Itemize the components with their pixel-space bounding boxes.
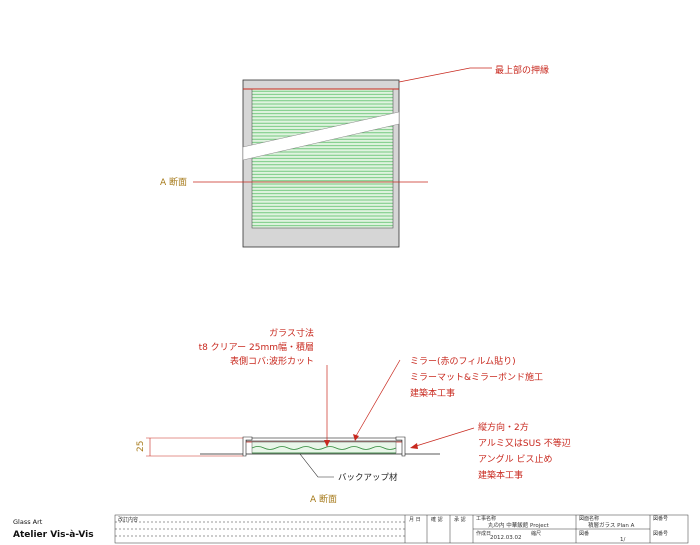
- elevation-view: 最上部の押縁 A 断面: [160, 64, 549, 248]
- tb-extra-label: 図番号: [653, 530, 668, 537]
- tb-date-value: 2012.03.02: [490, 535, 522, 541]
- angle-spec-line-4: 建築本工事: [478, 469, 523, 481]
- right-angle: [395, 436, 406, 457]
- break-band: [242, 111, 400, 161]
- glass-pane: [251, 88, 394, 229]
- glass-spec: ガラス寸法 t8 クリアー 25mm幅・積層 表側コバ:波形カット: [199, 327, 314, 367]
- tb-date-label: 作成日: [476, 530, 491, 537]
- mirror-spec-line-2: ミラーマット&ミラーボンド施工: [410, 371, 543, 383]
- mirror-spec-line-1: ミラー(赤のフィルム貼り): [410, 355, 516, 367]
- section-caption: A 断面: [310, 493, 337, 505]
- angle-spec-line-3: アングル ビス止め: [478, 453, 553, 465]
- title-block: [114, 514, 689, 544]
- tb-approve-header: 承 認: [454, 516, 466, 523]
- glass-spec-line-3: 表側コバ:波形カット: [230, 355, 314, 367]
- logo-line-2: Atelier Vis-à-Vis: [13, 530, 94, 540]
- angle-spec: 縦方向・2方 アルミ又はSUS 不等辺 アングル ビス止め 建築本工事: [478, 421, 571, 481]
- angle-leader: [415, 427, 475, 447]
- wave-edge: [251, 446, 397, 450]
- mirror-top: [245, 437, 403, 442]
- tb-drawing-value: 積層ガラス Plan A: [588, 521, 635, 529]
- glass-spec-line-1: ガラス寸法: [269, 327, 314, 339]
- mirror-leader: [355, 359, 401, 437]
- angle-leader-arrow: [410, 443, 418, 449]
- tb-drawing-label: 図面名称: [579, 515, 599, 522]
- tb-scale-label: 縮尺: [531, 530, 541, 537]
- tb-project-value: 丸の内 中華飯館 Project: [488, 521, 550, 529]
- glass-leader-arrow: [324, 440, 330, 447]
- left-angle: [242, 436, 253, 457]
- mirror-leader-arrow: [353, 434, 359, 441]
- tb-sheet-value: 1/: [620, 537, 625, 543]
- section-glass: [251, 441, 397, 454]
- tb-check-header: 確 認: [431, 516, 443, 523]
- title-block-text: 改訂内容 月 日 確 認 承 認 工事名称 丸の内 中華飯館 Project 図…: [118, 515, 668, 543]
- tb-no-label: 図番号: [653, 515, 668, 522]
- backup-leader: [299, 453, 334, 478]
- logo-line-1: Glass Art: [13, 518, 43, 526]
- tb-date-header: 月 日: [409, 517, 421, 523]
- mirror-spec-line-3: 建築本工事: [410, 387, 455, 399]
- section-marker: A 断面: [160, 176, 187, 188]
- glass-spec-line-2: t8 クリアー 25mm幅・積層: [199, 341, 314, 353]
- tb-sheet-label: 図番: [579, 530, 589, 537]
- tb-revision-header: 改訂内容: [118, 516, 138, 523]
- mirror-spec: ミラー(赤のフィルム貼り) ミラーマット&ミラーボンド施工 建築本工事: [410, 355, 543, 399]
- section-view: 25: [136, 359, 475, 478]
- tb-project-label: 工事名称: [476, 515, 496, 522]
- top-label: 最上部の押縁: [495, 64, 549, 76]
- backup-label: バックアップ材: [338, 472, 398, 483]
- company-logo: Glass Art Atelier Vis-à-Vis: [13, 518, 94, 540]
- top-label-leader: [398, 67, 492, 83]
- angle-spec-line-1: 縦方向・2方: [478, 421, 529, 433]
- dim-25: 25: [136, 441, 146, 452]
- angle-spec-line-2: アルミ又はSUS 不等辺: [478, 437, 571, 449]
